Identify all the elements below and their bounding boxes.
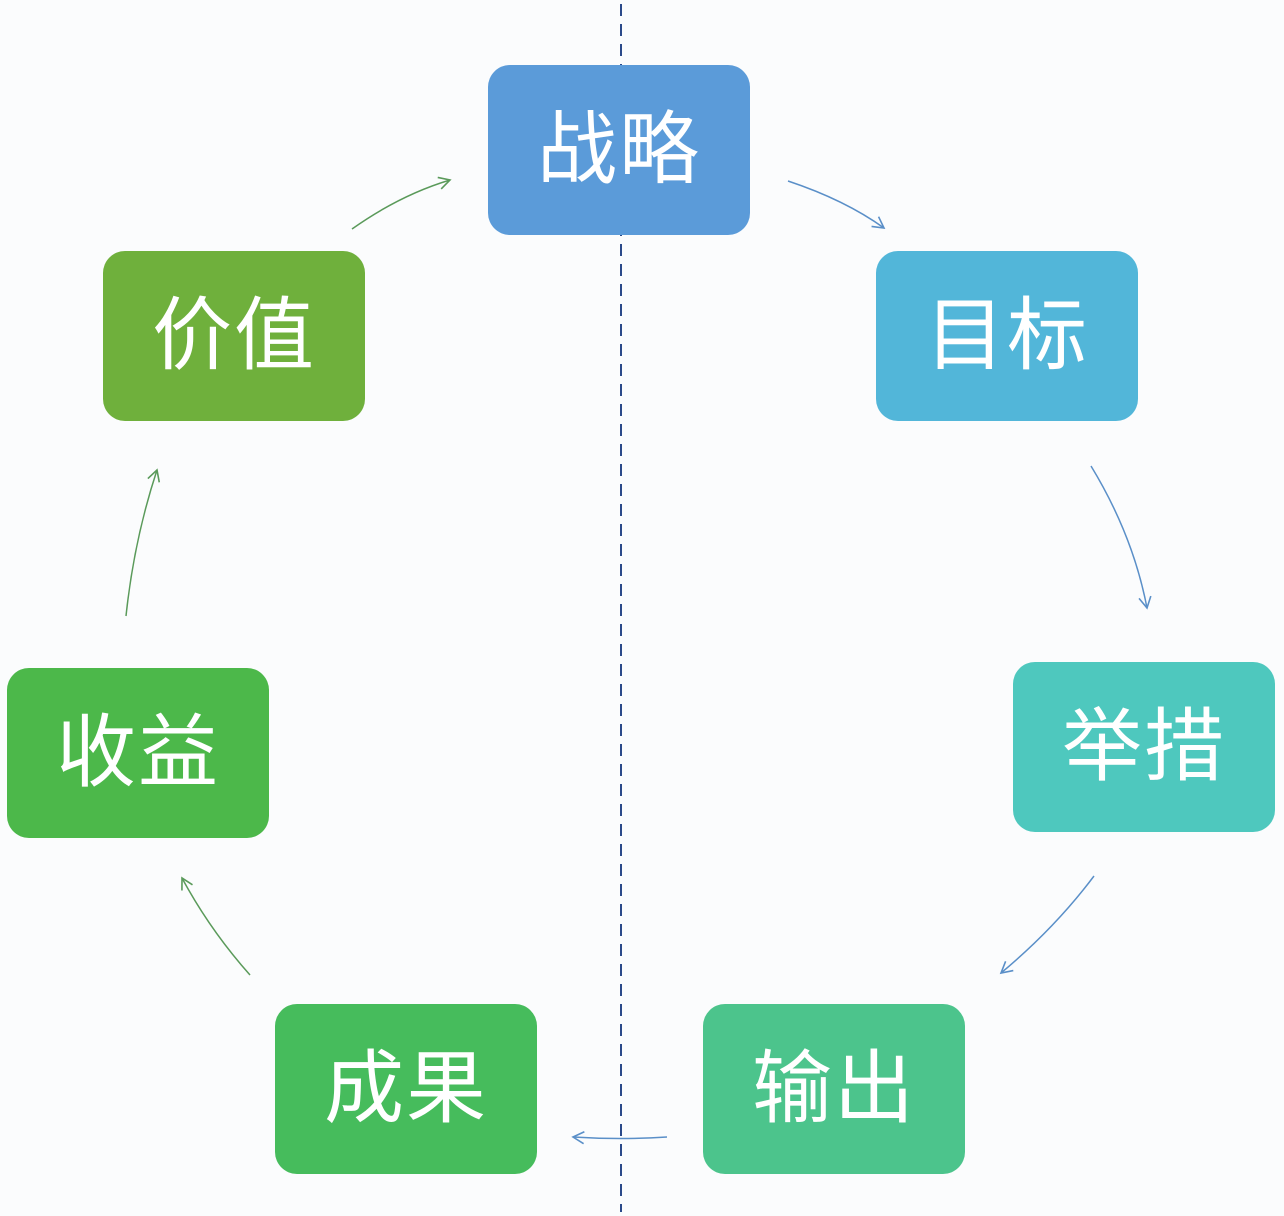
arrow-result-to-revenue (181, 876, 251, 976)
arrow-output-to-result (571, 1130, 668, 1145)
arrow-strategy-to-goal (787, 180, 886, 229)
node-result-label: 成果 (324, 1042, 488, 1135)
node-revenue-label: 收益 (56, 706, 220, 799)
arrow-measure-to-output (999, 875, 1095, 975)
node-goal: 目标 (876, 251, 1138, 421)
node-value: 价值 (103, 251, 365, 421)
arrow-goal-to-measure (1090, 465, 1152, 610)
arrow-value-to-strategy (351, 176, 452, 230)
node-goal-label: 目标 (925, 289, 1089, 382)
node-output-label: 输出 (752, 1042, 916, 1135)
node-revenue: 收益 (7, 668, 269, 838)
node-strategy-label: 战略 (537, 103, 701, 196)
node-output: 输出 (703, 1004, 965, 1174)
node-measure-label: 举措 (1062, 700, 1226, 793)
node-result: 成果 (275, 1004, 537, 1174)
node-measure: 举措 (1013, 662, 1275, 832)
arrow-revenue-to-value (125, 468, 161, 617)
node-strategy: 战略 (488, 65, 750, 235)
node-value-label: 价值 (152, 289, 316, 382)
